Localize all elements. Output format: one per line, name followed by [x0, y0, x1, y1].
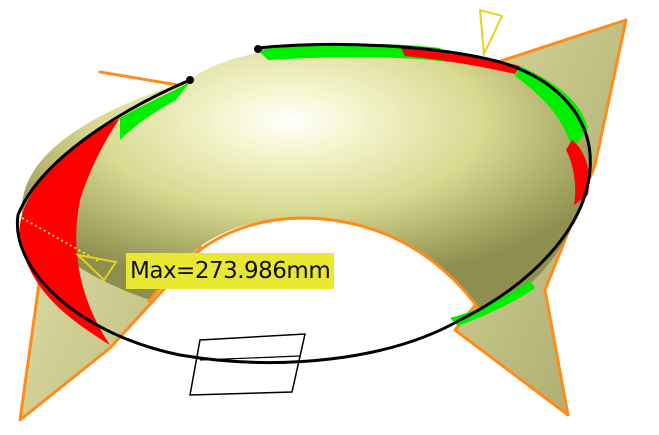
- deviation-band-left: [19, 118, 120, 345]
- deviation-band-left-green: [120, 82, 190, 140]
- dome-surface[interactable]: [21, 46, 590, 313]
- curve-endpoint-top[interactable]: [254, 45, 262, 53]
- deviation-band-right-red: [566, 140, 590, 205]
- deviation-band-right-green: [515, 66, 588, 150]
- triangle-marker-icon[interactable]: [478, 8, 504, 58]
- triangle-marker-icon[interactable]: [74, 253, 118, 282]
- max-deviation-label: Max=273.986mm: [126, 253, 335, 289]
- target-curve[interactable]: [15, 42, 592, 364]
- deviation-band-top-red: [400, 46, 520, 74]
- curve-endpoint-left[interactable]: [186, 76, 194, 84]
- plane-manipulator-icon[interactable]: [189, 333, 306, 396]
